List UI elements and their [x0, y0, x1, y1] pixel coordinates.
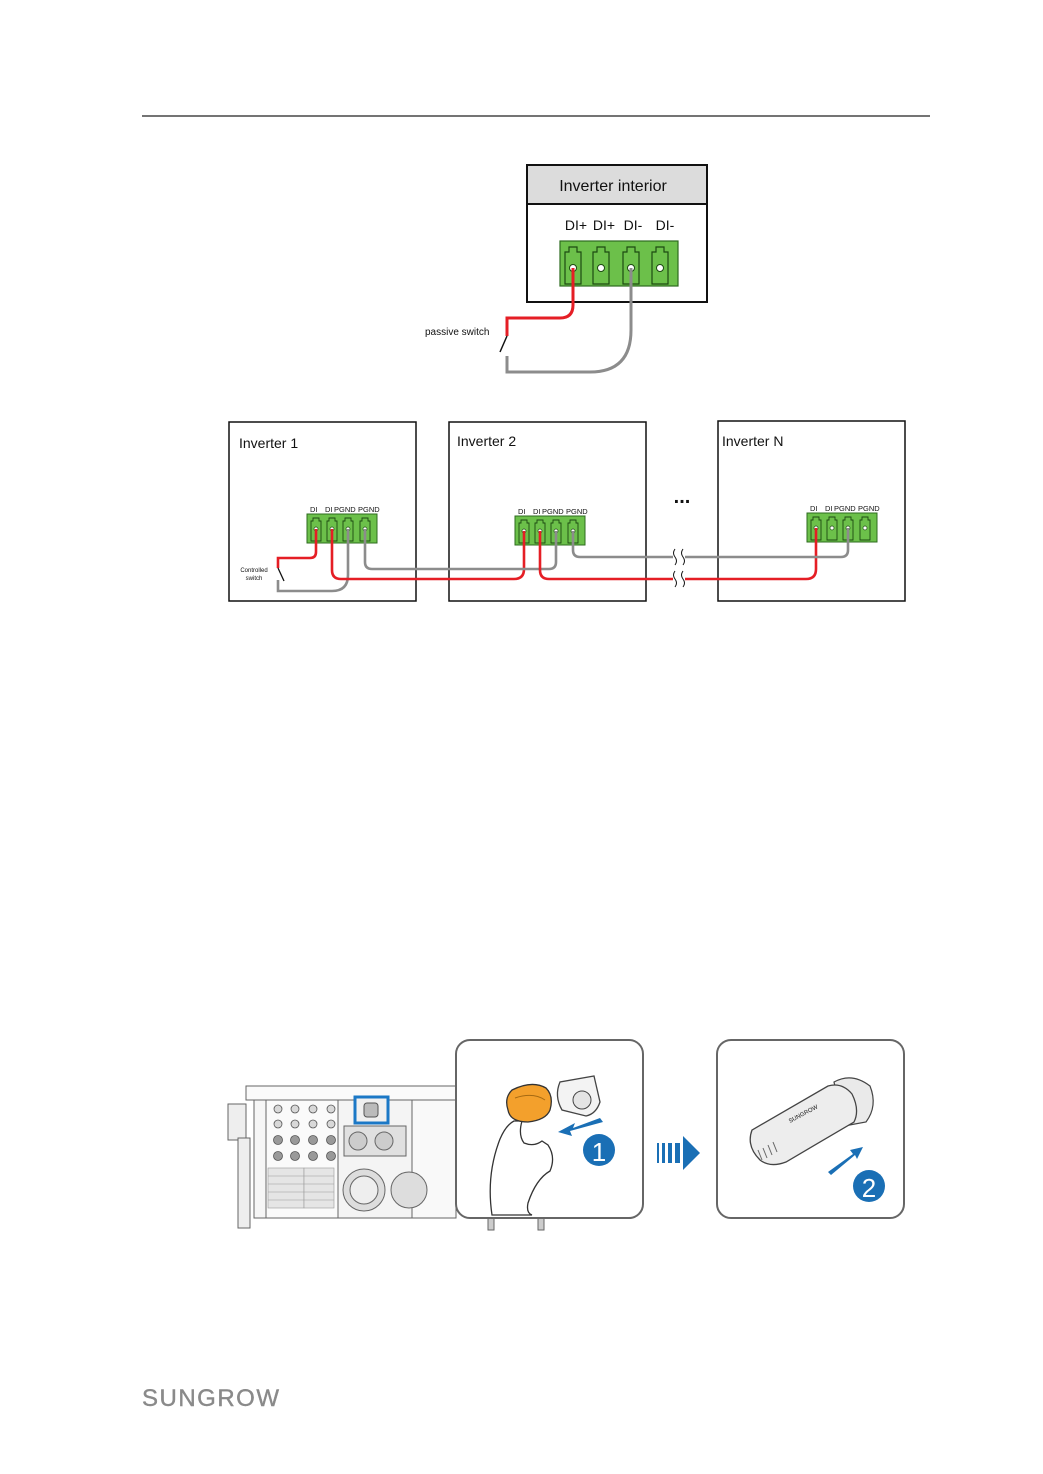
step2-number: 2 — [862, 1173, 876, 1203]
step1-panel — [456, 1040, 643, 1218]
wire-break-marks — [673, 549, 685, 587]
terminal-label-3: DI- — [624, 217, 643, 233]
inv1-terminal-pgnd-1: PGND — [334, 505, 356, 514]
passive-switch-icon — [500, 336, 507, 352]
controlled-switch-label-1: Controlled — [240, 568, 267, 574]
inverter-1-label: Inverter 1 — [239, 435, 298, 451]
ellipsis: ... — [674, 486, 691, 508]
invn-terminal-pgnd-2: PGND — [858, 504, 880, 513]
inv2-terminal-pgnd-1: PGND — [542, 507, 564, 516]
passive-switch-label: passive switch — [425, 327, 489, 338]
diagram-passive-switch: Inverter interior DI+ DI+ DI- DI- passiv… — [425, 165, 707, 372]
inverter-2-label: Inverter 2 — [457, 433, 516, 449]
terminal-label-4: DI- — [656, 217, 675, 233]
inv1-terminal-block — [307, 514, 377, 543]
invn-terminal-block — [807, 513, 877, 542]
controlled-switch-label-2: switch — [246, 576, 263, 582]
inv2-terminal-di-1: DI — [518, 507, 526, 516]
diagram-controlled-switch: Inverter 1 Inverter 2 Inverter N ... DI … — [229, 421, 905, 601]
inv2-terminal-pgnd-2: PGND — [566, 507, 588, 516]
terminal-label-2: DI+ — [593, 217, 615, 233]
terminal-block — [560, 241, 678, 286]
terminal-label-1: DI+ — [565, 217, 587, 233]
inv2-terminal-block — [515, 516, 585, 545]
transition-arrow — [657, 1136, 700, 1170]
figure-plug-installation: 1 SUNGROW 2 — [228, 1040, 904, 1230]
invn-terminal-di-1: DI — [810, 504, 818, 513]
inverter-interior-title: Inverter interior — [559, 178, 667, 195]
invn-terminal-pgnd-1: PGND — [834, 504, 856, 513]
inv1-terminal-pgnd-2: PGND — [358, 505, 380, 514]
invn-terminal-di-2: DI — [825, 504, 833, 513]
inv1-terminal-di-1: DI — [310, 505, 318, 514]
step1-number: 1 — [592, 1137, 606, 1167]
sungrow-logo: SUNGROW — [142, 1385, 281, 1412]
inverter-n-label: Inverter N — [722, 433, 783, 449]
inv2-terminal-di-2: DI — [533, 507, 541, 516]
inv1-terminal-di-2: DI — [325, 505, 333, 514]
